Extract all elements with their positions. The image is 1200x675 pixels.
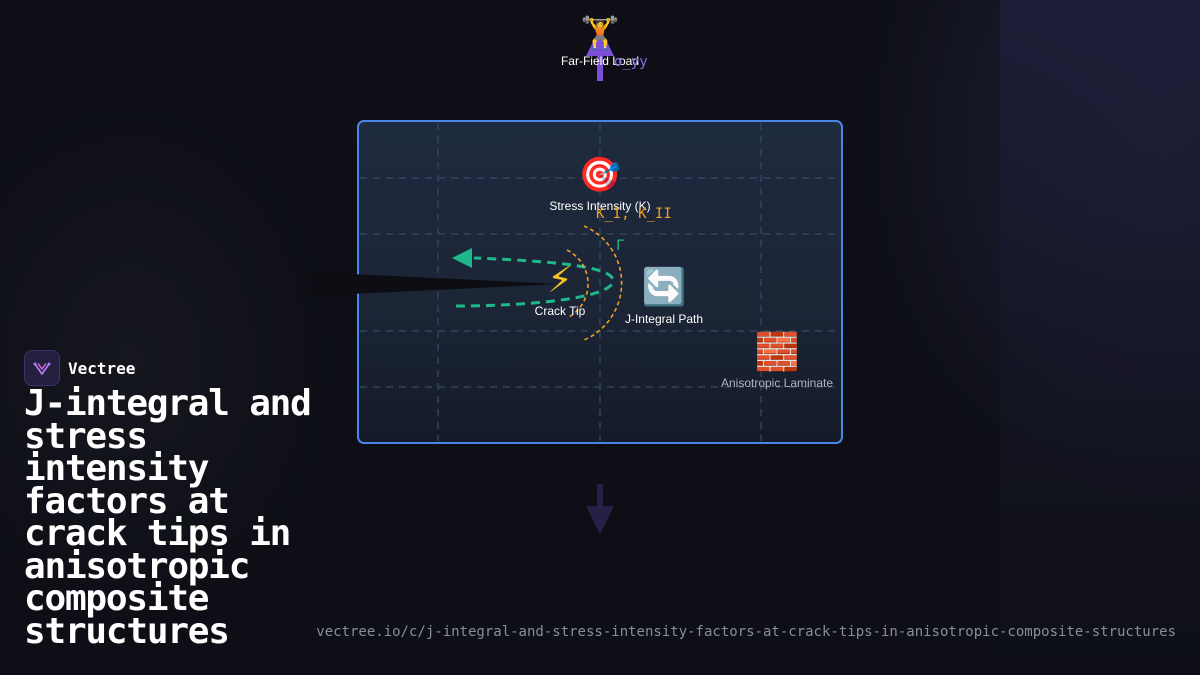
crack-wedge xyxy=(310,272,560,296)
contour-annotation: Γ xyxy=(616,238,624,254)
anisotropic-laminate-label: Anisotropic Laminate xyxy=(721,376,833,390)
reaction-arrow xyxy=(586,484,614,534)
target-icon: 🎯 xyxy=(579,155,621,195)
weightlifter-icon: 🏋️ xyxy=(580,14,620,52)
brand: Vectree xyxy=(24,350,135,386)
far-field-load-label: Far-Field Load xyxy=(561,54,639,68)
stress-intensity-label: Stress Intensity (K) xyxy=(549,199,650,213)
background-glow xyxy=(1000,0,1200,675)
page-url: vectree.io/c/j-integral-and-stress-inten… xyxy=(316,624,1176,640)
singular-field-arc-outer xyxy=(583,225,623,341)
page-title: J-integral and stress intensity factors … xyxy=(24,383,312,652)
load-arrow-head xyxy=(586,28,614,56)
contour-arrowhead xyxy=(452,248,472,268)
j-integral-contour xyxy=(455,256,615,308)
vectree-logo-icon xyxy=(24,350,60,386)
lightning-icon: ⚡ xyxy=(547,260,572,301)
reaction-arrow-head xyxy=(586,506,614,534)
stress-intensity-annotation: K_I, K_II xyxy=(596,206,672,222)
brick-icon: 🧱 xyxy=(755,331,800,373)
crack-tip-label: Crack Tip xyxy=(535,304,586,318)
singular-field-arc-inner xyxy=(566,249,589,319)
j-integral-path-label: J-Integral Path xyxy=(625,312,703,326)
brand-name: Vectree xyxy=(68,358,136,378)
load-annotation: σ_yy xyxy=(614,54,648,70)
cycle-arrows-icon: 🔄 xyxy=(642,266,687,308)
